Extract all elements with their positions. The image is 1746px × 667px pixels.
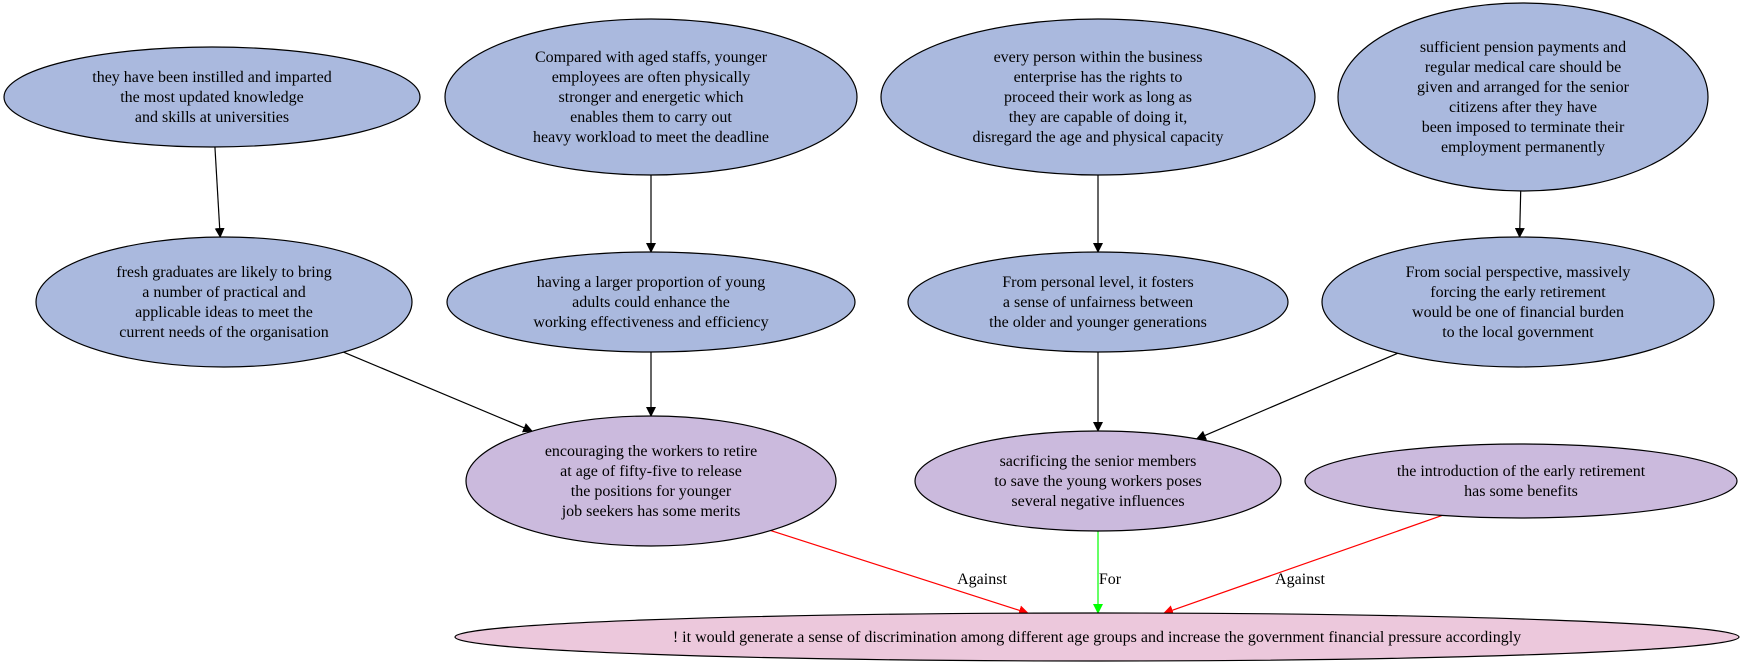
- premise-node-physically-stronger-text-line: enables them to carry out: [570, 109, 732, 126]
- premise-node-fresh-graduates-text-line: current needs of the organisation: [119, 324, 328, 341]
- premise-node-fresh-graduates-ellipse: [35, 236, 413, 368]
- claim-node-some-benefits-text-line: has some benefits: [1464, 483, 1578, 500]
- edge-label-e10_12: For: [1099, 571, 1122, 588]
- premise-node-pension-care-text-line: regular medical care should be: [1425, 59, 1621, 76]
- premise-node-personal-level-ellipse: [907, 251, 1289, 353]
- premise-node-personal-level-text-line: the older and younger generations: [989, 314, 1207, 331]
- premise-node-pension-care-text-line: citizens after they have: [1449, 99, 1597, 116]
- claim-node-retirement-merits-text-line: at age of fifty-five to release: [560, 463, 742, 480]
- edge-n9-n12-arrow: [770, 529, 1029, 616]
- premise-node-pension-care-ellipse: [1337, 2, 1709, 192]
- premise-node-university-knowledge-text-line: the most updated knowledge: [120, 89, 304, 106]
- premise-node-physically-stronger-text-line: stronger and energetic which: [559, 89, 744, 106]
- claim-node-some-benefits-ellipse: [1304, 443, 1738, 519]
- premise-node-right-to-work-text-line: every person within the business: [994, 49, 1203, 66]
- edge-n1-n5-arrow: [214, 146, 225, 239]
- premise-node-right-to-work-text-line: proceed their work as long as: [1004, 89, 1192, 106]
- edge-label-e11_12: Against: [1275, 571, 1325, 588]
- premise-node-right-to-work-text-line: they are capable of doing it,: [1009, 109, 1188, 126]
- edges-layer: [214, 146, 1525, 616]
- premise-node-young-adults: having a larger proportion of young adult…: [446, 251, 856, 353]
- premise-node-university-knowledge-text-line: they have been instilled and imparted: [92, 69, 331, 86]
- premise-node-physically-stronger-text-line: employees are often physically: [552, 69, 751, 86]
- premise-node-young-adults-ellipse: [446, 251, 856, 353]
- edge-n8-n10-arrow: [1195, 352, 1398, 440]
- claim-node-some-benefits-text-line: the introduction of the early retirement: [1397, 463, 1646, 480]
- premise-node-social-perspective-text-line: would be one of financial burden: [1412, 304, 1624, 321]
- main-claim-node-text-line: ! it would generate a sense of discrimin…: [673, 629, 1521, 646]
- premise-node-pension-care-text-line: sufficient pension payments and: [1420, 39, 1626, 56]
- premise-node-physically-stronger-ellipse: [444, 18, 858, 176]
- premise-node-pension-care-text-line: employment permanently: [1441, 139, 1605, 156]
- premise-node-personal-level: From personal level, it fosters a sense o…: [907, 251, 1289, 353]
- premise-node-young-adults-text-line: having a larger proportion of young: [537, 274, 766, 291]
- premise-node-young-adults-text-line: adults could enhance the: [572, 294, 730, 311]
- premise-node-pension-care-text-line: given and arranged for the senior: [1417, 79, 1630, 96]
- premise-node-fresh-graduates-text-line: fresh graduates are likely to bring: [116, 264, 331, 281]
- claim-node-negative-influences-text-line: sacrificing the senior members: [1000, 453, 1197, 470]
- premise-node-fresh-graduates-text-line: applicable ideas to meet the: [135, 304, 313, 321]
- premise-node-university-knowledge: they have been instilled and imparted the…: [3, 46, 421, 148]
- main-claim-node: ! it would generate a sense of discrimin…: [454, 612, 1740, 662]
- premise-node-right-to-work-ellipse: [880, 18, 1316, 176]
- premise-node-social-perspective-text-line: From social perspective, massively: [1406, 264, 1631, 281]
- premise-node-personal-level-text-line: a sense of unfairness between: [1003, 294, 1193, 311]
- premise-node-social-perspective: From social perspective, massively forcin…: [1321, 236, 1715, 368]
- premise-node-fresh-graduates: fresh graduates are likely to bring a num…: [35, 236, 413, 368]
- edge-labels-layer: Against For Against: [957, 571, 1325, 588]
- claim-node-negative-influences-text-line: to save the young workers poses: [994, 473, 1202, 490]
- premise-node-young-adults-text-line: working effectiveness and efficiency: [533, 314, 768, 331]
- premise-node-right-to-work-text-line: disregard the age and physical capacity: [973, 129, 1224, 146]
- premise-node-physically-stronger: Compared with aged staffs, younger employ…: [444, 18, 858, 176]
- premise-node-pension-care-text-line: been imposed to terminate their: [1422, 119, 1625, 136]
- premise-node-fresh-graduates-text-line: a number of practical and: [142, 284, 305, 301]
- premise-node-social-perspective-text-line: forcing the early retirement: [1430, 284, 1606, 301]
- claim-node-retirement-merits-ellipse: [465, 415, 837, 547]
- premise-node-social-perspective-ellipse: [1321, 236, 1715, 368]
- premise-node-personal-level-text-line: From personal level, it fosters: [1002, 274, 1194, 291]
- claim-node-retirement-merits-text-line: job seekers has some merits: [561, 503, 741, 520]
- claim-node-retirement-merits: encouraging the workers to retire at age …: [465, 415, 837, 547]
- premise-node-university-knowledge-ellipse: [3, 46, 421, 148]
- claim-node-negative-influences: sacrificing the senior members to save th…: [914, 430, 1282, 532]
- premise-node-university-knowledge-text-line: and skills at universities: [135, 109, 289, 126]
- premise-node-pension-care: sufficient pension payments and regular m…: [1337, 2, 1709, 192]
- premise-node-right-to-work: every person within the business enterpri…: [880, 18, 1316, 176]
- premise-node-physically-stronger-text-line: Compared with aged staffs, younger: [535, 49, 768, 66]
- claim-node-retirement-merits-text-line: the positions for younger: [571, 483, 732, 500]
- claim-node-some-benefits: the introduction of the early retirement…: [1304, 443, 1738, 519]
- premise-node-right-to-work-text-line: enterprise has the rights to: [1014, 69, 1183, 86]
- edge-n5-n9-arrow: [343, 351, 534, 433]
- edge-n11-n12-arrow: [1163, 514, 1443, 615]
- claim-node-retirement-merits-text-line: encouraging the workers to retire: [545, 443, 757, 460]
- claim-node-negative-influences-ellipse: [914, 430, 1282, 532]
- claim-node-negative-influences-text-line: several negative influences: [1011, 493, 1184, 510]
- main-claim-node-ellipse: [454, 612, 1740, 662]
- premise-node-social-perspective-text-line: to the local government: [1442, 324, 1594, 341]
- edge-n4-n8-arrow: [1514, 190, 1525, 239]
- premise-node-physically-stronger-text-line: heavy workload to meet the deadline: [533, 129, 769, 146]
- nodes-layer: they have been instilled and imparted the…: [3, 2, 1740, 662]
- edge-label-e9_12: Against: [957, 571, 1007, 588]
